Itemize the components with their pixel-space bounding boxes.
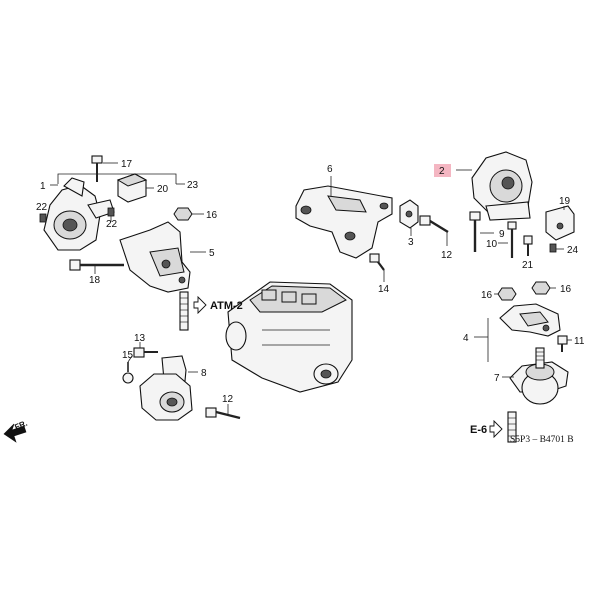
callout-14: 14: [378, 284, 390, 295]
e6-reference-label: E-6: [470, 424, 487, 436]
bracket-group-6: [295, 176, 449, 282]
callout-16-left: 16: [206, 210, 218, 221]
bolt-17: [91, 155, 103, 182]
mount-group-7: [489, 347, 569, 443]
callout-5: 5: [209, 248, 215, 259]
callout-21: 21: [522, 260, 534, 271]
callout-10: 10: [486, 239, 498, 250]
nut-16-left: [173, 207, 193, 221]
callout-1: 1: [40, 181, 46, 192]
engine-block: [225, 281, 353, 393]
front-label: FR.: [13, 419, 28, 432]
bolt-9: [469, 211, 481, 252]
callout-3: 3: [408, 237, 414, 248]
bracket-part-19: [545, 205, 575, 241]
stud-atm: [179, 291, 189, 331]
e6-reference-arrow: [489, 419, 503, 439]
left-mount-group: [39, 155, 185, 251]
callout-2-highlight: [434, 164, 451, 177]
callout-23: 23: [187, 180, 199, 191]
callout-4: 4: [463, 333, 469, 344]
callout-6: 6: [327, 164, 333, 175]
bolt-12-upper: [419, 215, 449, 234]
bracket-group-4: [474, 281, 572, 362]
callout-15: 15: [122, 350, 134, 361]
bolt-13: [133, 347, 158, 358]
callout-12-lower: 12: [222, 394, 234, 405]
callout-2: 2: [439, 166, 445, 177]
mount-group-2: [456, 151, 575, 258]
bolt-11: [557, 335, 568, 352]
callout-19: 19: [559, 196, 571, 207]
callout-8: 8: [201, 368, 207, 379]
callout-22-right: 22: [106, 219, 118, 230]
bolt-10: [507, 221, 517, 258]
bolt-22a: [39, 213, 47, 223]
nut-16-right-a: [497, 287, 517, 301]
callout-17: 17: [121, 159, 133, 170]
callout-24: 24: [567, 245, 579, 256]
callout-11: 11: [574, 336, 585, 347]
callout-13: 13: [134, 333, 146, 344]
group-bracket-23: [57, 173, 177, 184]
callout-9: 9: [499, 229, 505, 240]
atm-reference-label: ATM-2: [210, 300, 243, 312]
clip-part-15: [122, 362, 134, 384]
diagram-code: S5P3 – B4701 B: [510, 435, 574, 445]
bolt-12-lower: [205, 407, 241, 420]
callout-labels: 1 2 3 4 5 6 7 8 9 10 11 12 12 13 14 15 1…: [36, 159, 585, 405]
bolt-21: [523, 235, 533, 256]
bracket-part-6: [295, 185, 393, 259]
bracket-group-5: [69, 207, 207, 331]
bolt-14: [369, 253, 385, 271]
callout-12-upper: 12: [441, 250, 453, 261]
atm-reference-arrow: [193, 295, 207, 315]
nut-16-right-b: [531, 281, 551, 295]
callout-18: 18: [89, 275, 101, 286]
callout-20: 20: [157, 184, 169, 195]
clip-part-3: [399, 199, 419, 229]
front-direction-indicator: [3, 423, 27, 443]
callout-22-left: 22: [36, 202, 48, 213]
callout-16-right-a: 16: [481, 290, 493, 301]
bolt-22b: [107, 207, 115, 217]
callout-16-right-b: 16: [560, 284, 572, 295]
bolt-24: [549, 243, 557, 253]
bolt-18: [69, 259, 124, 271]
callout-7: 7: [494, 373, 500, 384]
mount-group-8: [122, 342, 241, 421]
stud-e6: [507, 411, 517, 443]
